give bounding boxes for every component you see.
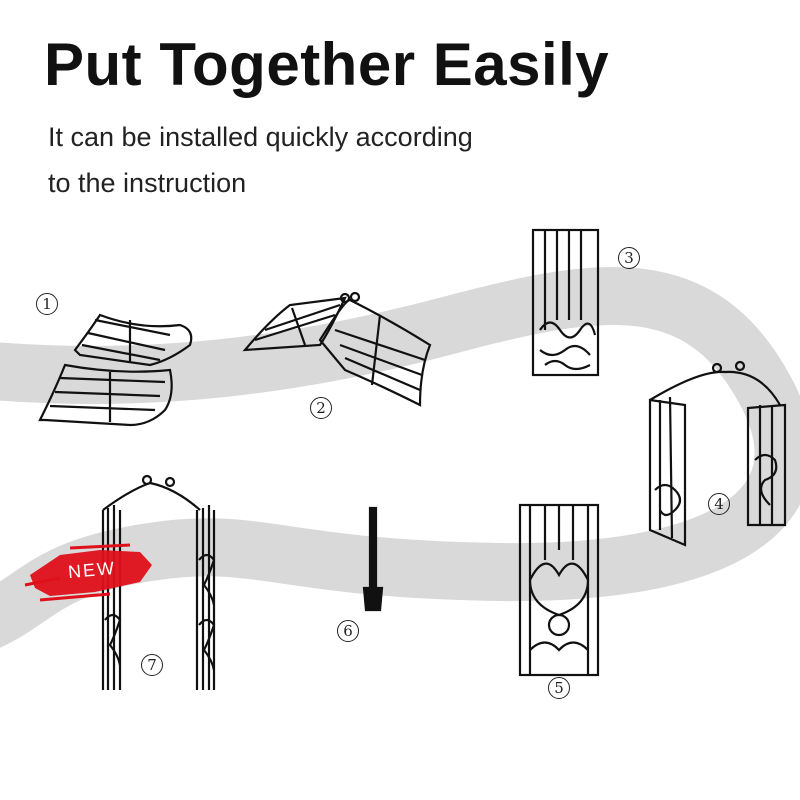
step-number-1: 1 — [36, 293, 58, 315]
step2-panels — [242, 291, 432, 407]
step-number-4: 4 — [708, 493, 730, 515]
subtitle-line-1: It can be installed quickly according — [48, 122, 473, 152]
step5-panel — [518, 503, 600, 677]
step3-panel — [531, 228, 600, 377]
step6-stake — [362, 506, 384, 612]
step7-arch — [101, 474, 216, 690]
step-number-5: 5 — [548, 677, 570, 699]
new-badge-brush — [24, 543, 152, 602]
page-title: Put Together Easily — [44, 31, 610, 98]
step4-arch — [648, 360, 787, 547]
step-number-7: 7 — [141, 654, 163, 676]
step-number-2: 2 — [310, 397, 332, 419]
new-badge-label: NEW — [67, 557, 117, 583]
step-number-3: 3 — [618, 247, 640, 269]
subtitle-line-2: to the instruction — [48, 168, 247, 198]
step-number-6: 6 — [337, 620, 359, 642]
step1-panels — [38, 313, 193, 427]
